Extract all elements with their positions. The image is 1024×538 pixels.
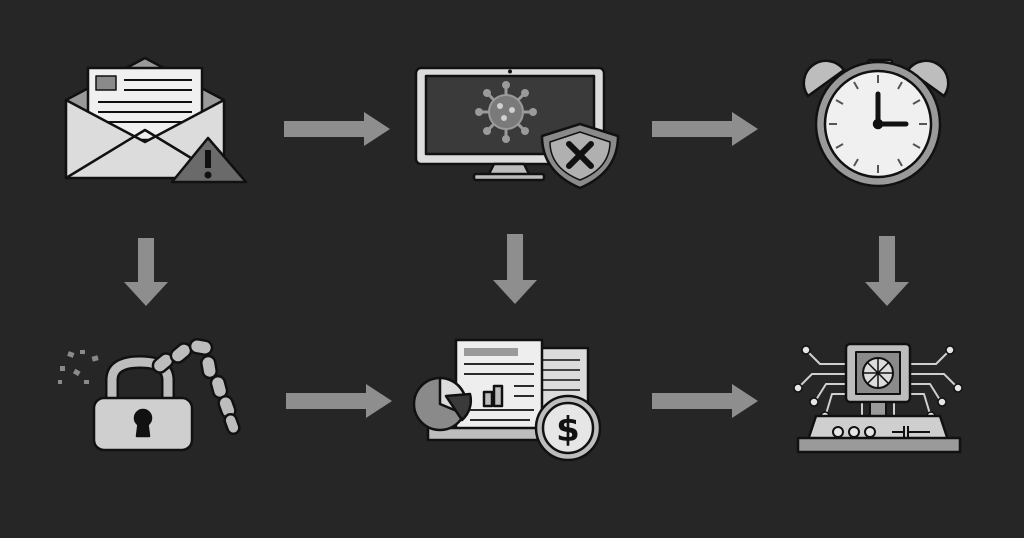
arrow-payment-to-chip <box>652 384 758 418</box>
envelope-warning-icon <box>64 56 248 184</box>
arrow-malware-to-payment <box>493 234 537 304</box>
alarm-clock-icon <box>802 58 950 188</box>
arrow-email-to-malware <box>284 112 390 146</box>
documents-dollar-icon: $ <box>412 338 602 462</box>
arrow-lock-to-payment <box>286 384 392 418</box>
monitor-virus-shield-icon <box>414 66 620 190</box>
arrow-malware-to-clock <box>652 112 758 146</box>
circuit-chip-icon <box>793 342 963 454</box>
padlock-chain-icon <box>58 338 241 452</box>
arrow-email-to-lock <box>124 238 168 306</box>
arrow-clock-to-chip <box>865 236 909 306</box>
svg-text:$: $ <box>556 410 580 450</box>
